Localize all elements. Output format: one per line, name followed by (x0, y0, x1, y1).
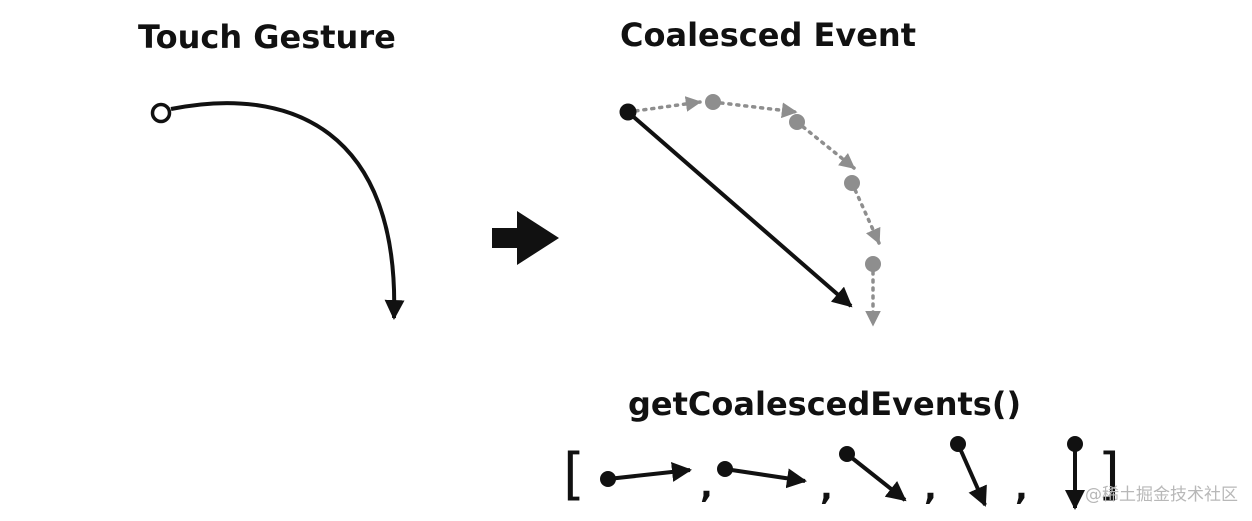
coalesced-events-array: [ , , , , ] (563, 436, 1120, 510)
array-segment-start-point (1067, 436, 1083, 452)
coalesced-direct-arrow (626, 110, 853, 308)
array-segment-start-point (950, 436, 966, 452)
array-separator: , (924, 468, 937, 508)
coalesced-path-segment-1 (626, 96, 702, 114)
coalesced-event-diagram (619, 94, 881, 327)
get-coalesced-events-label: getCoalescedEvents() (628, 385, 1021, 423)
coalesced-path-segment-3 (795, 120, 856, 170)
array-segment-start-point (717, 461, 733, 477)
touch-start-point (150, 102, 172, 124)
touch-gesture-title: Touch Gesture (138, 18, 396, 56)
array-separator: , (820, 468, 833, 508)
array-segment-arrow (845, 452, 907, 502)
array-separator: , (1015, 468, 1028, 508)
touch-gesture-curve (170, 101, 405, 320)
coalesced-point (865, 256, 881, 272)
coalesced-point (844, 175, 860, 191)
transition-arrow-icon (492, 211, 559, 265)
array-segment-arrow (724, 467, 807, 489)
coalesced-path-segment-2 (711, 100, 798, 119)
coalesced-event-title: Coalesced Event (620, 16, 916, 54)
array-segment-arrow (607, 462, 692, 482)
coalesced-point (789, 114, 805, 130)
array-open-bracket: [ (563, 442, 585, 507)
array-segment-start-point (839, 446, 855, 462)
array-close-bracket: ] (1098, 442, 1120, 507)
coalesced-path-segment-4 (850, 181, 881, 245)
touch-gesture-diagram (150, 101, 405, 320)
array-separator: , (700, 466, 713, 506)
coalesced-start-point (619, 103, 637, 121)
array-segment-start-point (600, 471, 616, 487)
watermark-text: @稀土掘金技术社区 (1085, 485, 1238, 505)
array-segment-arrow (956, 443, 987, 507)
coalesced-point (705, 94, 721, 110)
